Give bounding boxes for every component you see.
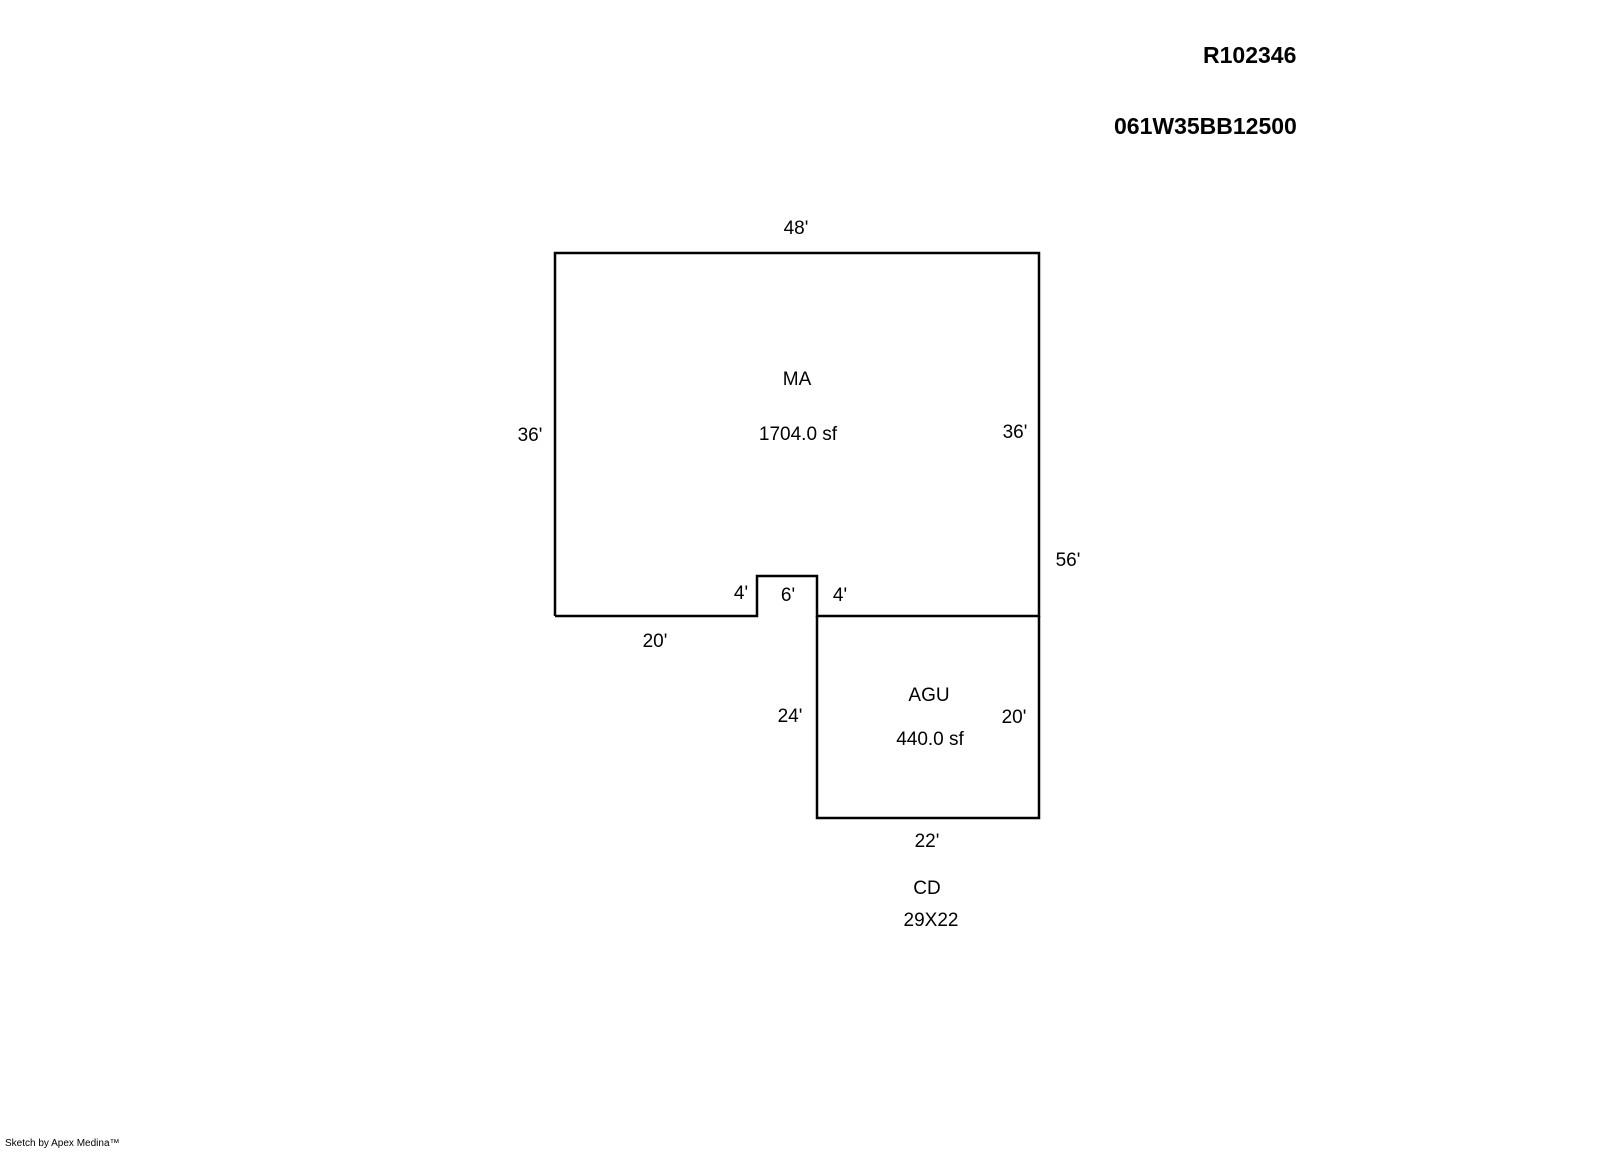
cd-code: CD — [913, 878, 940, 899]
agu-outline — [815, 616, 1041, 820]
dim-agu-bottom: 22' — [915, 831, 940, 852]
dim-agu-left: 24' — [778, 706, 803, 727]
dim-right-total: 56' — [1056, 550, 1081, 571]
parcel-id: R102346 — [1203, 42, 1297, 68]
dim-agu-right: 20' — [1002, 707, 1027, 728]
agu-area: 440.0 sf — [896, 729, 964, 750]
dim-notch-right: 4' — [833, 585, 847, 606]
dim-ma-right-inner: 36' — [1003, 422, 1028, 443]
dim-ma-bottom-left: 20' — [643, 631, 668, 652]
map-number: 061W35BB12500 — [1114, 113, 1297, 139]
dim-ma-left: 36' — [518, 425, 543, 446]
sketch-credit: Sketch by Apex Medina™ — [5, 1138, 120, 1149]
agu-code: AGU — [908, 685, 949, 706]
dim-notch-top: 6' — [781, 585, 795, 606]
cd-size: 29X22 — [904, 910, 959, 931]
dim-ma-top: 48' — [784, 218, 809, 239]
dim-notch-left: 4' — [734, 583, 748, 604]
ma-code: MA — [783, 369, 812, 390]
ma-area: 1704.0 sf — [759, 424, 838, 445]
